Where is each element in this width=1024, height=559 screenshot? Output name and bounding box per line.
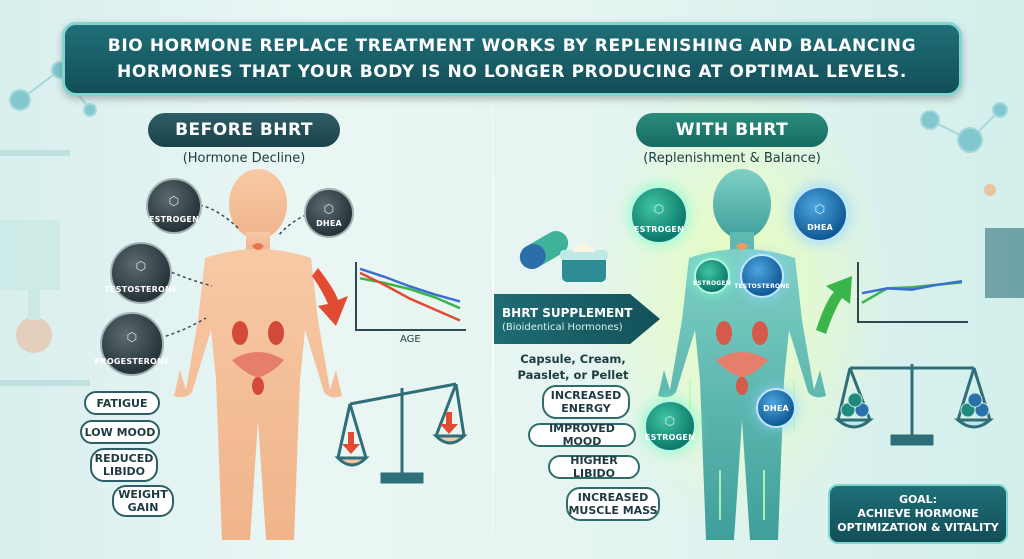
molecule-icon: ⬡: [653, 202, 665, 217]
molecule-icon: ⬡: [814, 201, 826, 216]
molecule-icon: ⬡: [664, 414, 676, 429]
hormone-rise-chart: [857, 262, 968, 323]
chart-axis-label: AGE: [400, 334, 421, 345]
header-line-1: BIO HORMONE REPLACE TREATMENT WORKS BY R…: [107, 36, 917, 56]
molecule-icon: ⬡: [323, 201, 335, 216]
chart-series-line-1: [359, 277, 461, 310]
delivery-methods: Capsule, Cream, Paaslet, or Pellet: [517, 352, 629, 382]
badge-dhea-hand: DHEA: [756, 388, 796, 428]
header-banner: BIO HORMONE REPLACE TREATMENT WORKS BY R…: [62, 22, 962, 96]
badge-dhea-with: ⬡ DHEA: [792, 186, 848, 242]
supplement-title: BHRT SUPPLEMENT: [502, 305, 633, 320]
bhrt-supplement-arrow: BHRT SUPPLEMENT (Bioidentical Hormones): [494, 294, 660, 344]
badge-testosterone-chest: TESTOSTERONE: [734, 254, 790, 298]
header-line-2: HORMONES THAT YOUR BODY IS NO LONGER PRO…: [117, 62, 907, 82]
before-subtitle: (Hormone Decline): [182, 151, 306, 166]
chart-series-line-2: [359, 271, 461, 322]
with-subtitle: (Replenishment & Balance): [643, 151, 821, 166]
capsule-icon: [519, 231, 569, 269]
benefit-energy: INCREASED ENERGY: [542, 385, 630, 419]
badge-estrogen-with: ⬡ ESTROGEN: [630, 186, 688, 244]
chart-series-line-0: [359, 267, 461, 303]
symptom-weight-gain: WEIGHT GAIN: [112, 485, 174, 517]
benefit-mood: IMPROVED MOOD: [528, 422, 636, 448]
chart-axes: [857, 262, 968, 323]
section-divider: [492, 104, 494, 544]
lab-shelf-left: [0, 150, 90, 386]
supplement-subtitle: (Bioidentical Hormones): [502, 321, 623, 333]
cream-jar-icon: [560, 244, 608, 282]
badge-estrogen-before: ⬡ ESTROGEN: [146, 178, 202, 234]
before-title: BEFORE BHRT: [148, 113, 340, 147]
symptom-low-mood: LOW MOOD: [80, 420, 160, 444]
chart-series-line-1: [861, 279, 963, 295]
scale-balls: [840, 392, 990, 418]
goal-box: GOAL: ACHIEVE HORMONE OPTIMIZATION & VIT…: [828, 484, 1008, 544]
symptom-fatigue: FATIGUE: [84, 391, 160, 415]
molecule-icon: ⬡: [126, 329, 138, 344]
molecule-icon: ⬡: [168, 193, 180, 208]
badge-estrogen-hand: ⬡ ESTROGEN: [644, 400, 696, 452]
body-before: [174, 169, 342, 540]
body-with: [658, 169, 826, 540]
badge-estrogen-chest: ESTROGEN: [693, 258, 731, 294]
with-title: WITH BHRT: [636, 113, 828, 147]
badge-testosterone-before: ⬡ TESTOSTERONE: [104, 242, 177, 304]
molecule-icon: ⬡: [135, 259, 147, 274]
scale-unbalanced: [334, 382, 468, 484]
benefit-libido: HIGHER LIBIDO: [548, 454, 640, 480]
benefit-muscle-mass: INCREASED MUSCLE MASS: [566, 487, 660, 521]
badge-progesterone-before: ⬡ PROGESTERONE: [94, 312, 169, 376]
chart-axes: [355, 262, 466, 331]
hormone-decline-chart: [355, 262, 466, 331]
lab-monitor: [985, 228, 1024, 298]
symptom-reduced-libido: REDUCED LIBIDO: [90, 448, 158, 482]
badge-dhea-before: ⬡ DHEA: [304, 188, 354, 238]
rise-arrow: [816, 276, 852, 334]
decline-arrow: [312, 268, 348, 326]
